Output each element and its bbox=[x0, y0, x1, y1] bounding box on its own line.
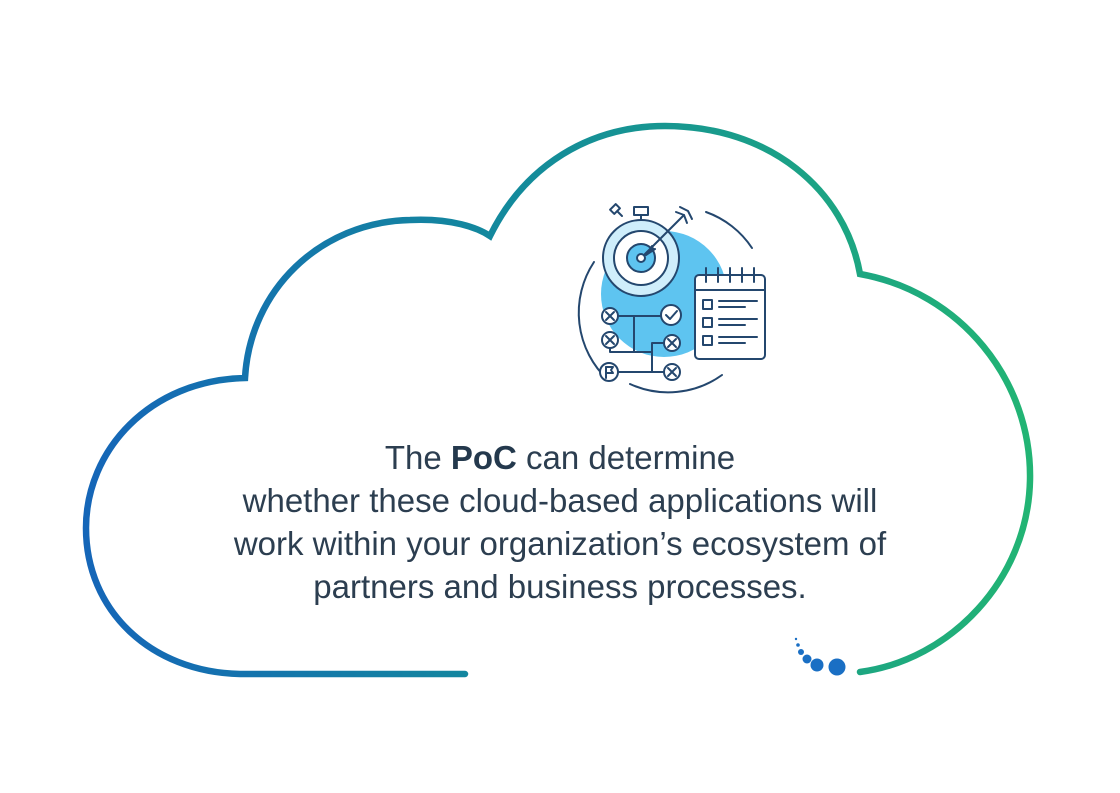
decorative-dots bbox=[794, 637, 846, 676]
calendar-checklist-icon bbox=[694, 267, 766, 360]
message-line-1-start: The bbox=[384, 439, 451, 476]
message-text: The PoC can determine whether these clou… bbox=[150, 436, 970, 608]
message-line-1: The PoC can determine bbox=[150, 436, 970, 479]
flag-icon bbox=[599, 362, 619, 382]
strategy-illustration-icon bbox=[577, 203, 766, 394]
flowchart-icon bbox=[601, 304, 682, 381]
arrow-icon bbox=[644, 206, 693, 256]
message-line-1-end: can determine bbox=[516, 439, 736, 476]
message-line-3: work within your organization’s ecosyste… bbox=[233, 525, 887, 562]
cloud-path bbox=[82, 122, 1034, 678]
message-line-2: whether these cloud-based applications w… bbox=[242, 482, 878, 519]
stopwatch-target-icon bbox=[602, 203, 680, 297]
message-line-4: partners and business processes. bbox=[313, 568, 807, 605]
message-bold-term: PoC bbox=[450, 439, 517, 476]
